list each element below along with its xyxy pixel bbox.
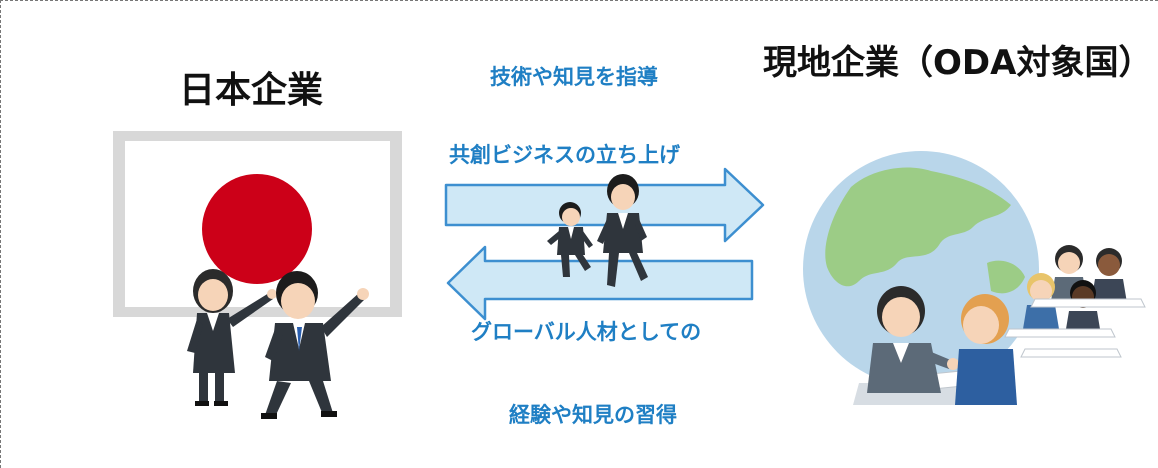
return-label-experience: 経験や知見の習得 <box>509 403 677 427</box>
local-company-title: 現地企業（ODA対象国） <box>763 43 1153 83</box>
foreign-businesswoman-icon <box>955 294 1017 405</box>
seated-delegates-icon <box>1004 245 1146 358</box>
businesswoman-pointing-icon <box>187 269 277 406</box>
arrow-right-icon <box>444 167 765 243</box>
businesswoman-smiling-icon <box>867 286 959 393</box>
forward-label-business-launch: 共創ビジネスの立ち上げ <box>449 143 680 167</box>
running-businesswoman-icon <box>597 174 648 287</box>
japan-flag-icon <box>113 131 402 317</box>
running-businessman-icon <box>547 202 593 277</box>
businessman-pointing-icon <box>261 271 369 419</box>
japanese-company-title: 日本企業 <box>179 70 324 111</box>
return-label-global-talent: グローバル人材としての <box>471 320 702 344</box>
arrow-left-icon <box>446 245 754 321</box>
forward-label-guidance: 技術や知見を指導 <box>490 65 658 89</box>
